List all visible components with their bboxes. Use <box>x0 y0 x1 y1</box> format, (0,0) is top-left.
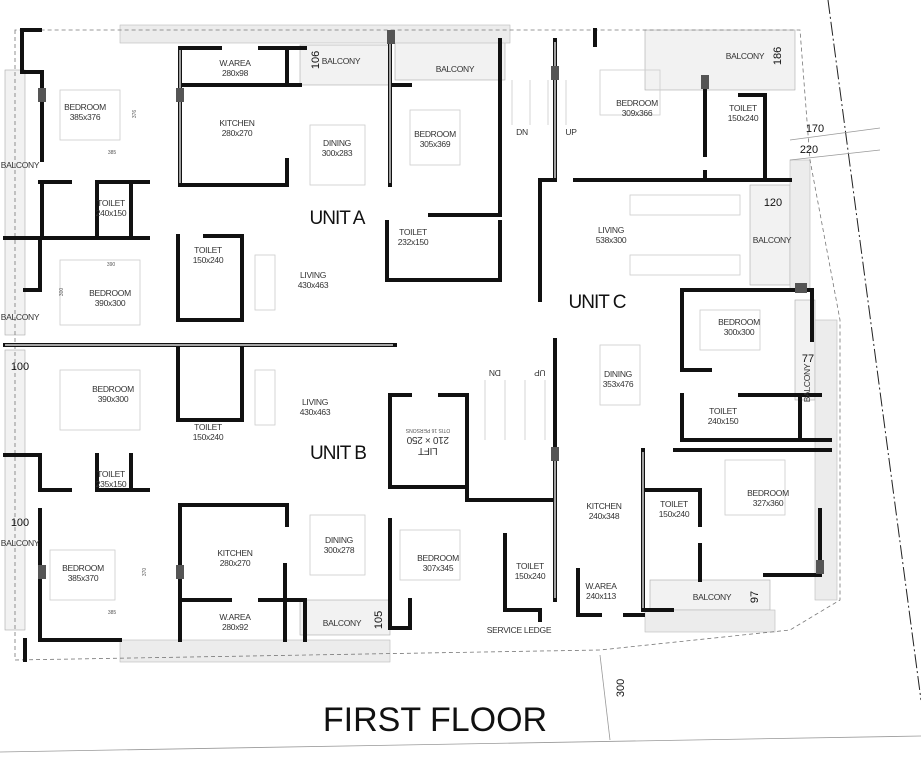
dimension: 385 <box>108 610 117 616</box>
lift-name: LIFT <box>418 445 438 456</box>
unit-b-label: UNIT B <box>310 443 366 464</box>
balcony-labels: BALCONY BALCONY BALCONY BALCONY BALCONY … <box>1 51 812 635</box>
furniture <box>49 69 786 601</box>
dimension: 376 <box>132 110 138 119</box>
dimension: 100 <box>11 517 29 529</box>
dimension: 105 <box>373 611 385 629</box>
walls <box>3 28 832 662</box>
dimension: 170 <box>806 123 824 135</box>
dimension: 77 <box>802 353 814 365</box>
balcony-label: BALCONY <box>753 235 792 245</box>
dimension: 370 <box>142 568 148 577</box>
balcony-label: BALCONY <box>1 538 40 548</box>
stair-down-label: DN <box>516 127 528 137</box>
balcony-label: BALCONY <box>726 51 765 61</box>
dimension: 220 <box>800 144 818 156</box>
balcony-label: BALCONY <box>1 160 40 170</box>
dimension: 300 <box>615 679 627 697</box>
unit-a-label: UNIT A <box>310 208 366 229</box>
unit-labels: UNIT A UNIT B UNIT C <box>310 208 627 464</box>
service-ledge-label: SERVICE LEDGE <box>487 625 552 635</box>
stair-up-label: UP <box>534 368 546 378</box>
balcony-areas <box>4 24 838 663</box>
lift: LIFT 210 × 250 OTIS 16 PERSONS <box>405 427 450 456</box>
dimension: 120 <box>764 197 782 209</box>
unit-c-label: UNIT C <box>569 292 626 313</box>
columns <box>38 30 824 579</box>
stair-down-label: DN <box>489 368 501 378</box>
dimension: 97 <box>749 591 761 603</box>
stair-labels: DN UP DN UP <box>489 127 578 378</box>
lift-spec: OTIS 16 PERSONS <box>405 427 450 433</box>
balcony-label: BALCONY <box>436 64 475 74</box>
stair-up-label: UP <box>565 127 577 137</box>
dimension-labels: 106 186 170 220 120 77 100 100 97 105 30… <box>11 47 824 697</box>
floor-title: FIRST FLOOR <box>323 701 547 739</box>
dimension: 106 <box>310 51 322 69</box>
dimension: 100 <box>11 361 29 373</box>
balcony-label: BALCONY <box>693 592 732 602</box>
dimension: 300 <box>59 288 65 297</box>
balcony-label: BALCONY <box>1 312 40 322</box>
dimension: 385 <box>108 150 117 156</box>
balcony-label: BALCONY <box>322 56 361 66</box>
balcony-label: BALCONY <box>323 618 362 628</box>
balcony-label: BALCONY <box>802 363 812 402</box>
dimension: 390 <box>107 262 116 268</box>
dimension: 186 <box>772 47 784 65</box>
lift-size: 210 × 250 <box>406 434 449 445</box>
